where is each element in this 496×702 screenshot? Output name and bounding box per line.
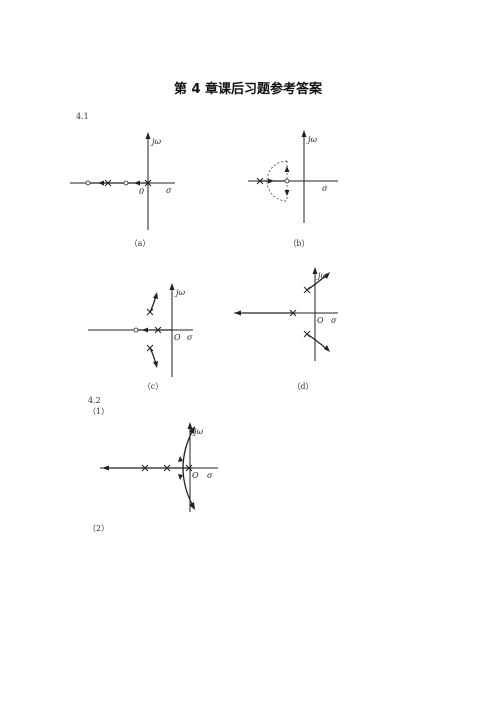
- locus-arrow-left: [234, 310, 241, 316]
- imag-axis-arrowhead: [312, 267, 318, 274]
- pole-marker: [256, 177, 264, 185]
- origin-label: O: [317, 316, 324, 325]
- locus-arrow: [284, 166, 290, 172]
- imag-axis-label: jω: [316, 271, 327, 280]
- pole-marker: [146, 308, 154, 316]
- pole-marker: [146, 344, 154, 352]
- real-axis-label: σ: [207, 471, 213, 480]
- pole-marker: [185, 464, 193, 472]
- locus-arrow: [142, 327, 148, 333]
- part-2-label: （2）: [88, 524, 110, 533]
- imag-axis-label: jω: [192, 427, 203, 436]
- imag-axis-arrowhead: [145, 132, 151, 139]
- zero-marker: [284, 178, 290, 184]
- real-axis-label: σ: [322, 184, 328, 193]
- zero-marker: [85, 180, 91, 186]
- real-axis-label: σ: [187, 333, 193, 342]
- figure-c-root-locus: jω σ O: [88, 283, 193, 377]
- pole-marker: [141, 464, 149, 472]
- origin-label: 0: [139, 187, 144, 196]
- locus-arrow: [134, 180, 140, 186]
- imag-axis-arrowhead: [187, 422, 193, 429]
- locus-arrow: [98, 180, 104, 186]
- imag-axis-label: jω: [306, 135, 317, 144]
- real-axis-label: σ: [331, 316, 337, 325]
- locus-lower-branch: [306, 333, 329, 351]
- real-axis-label: σ: [166, 186, 172, 195]
- locus-arrow: [153, 361, 158, 368]
- locus-arrow: [324, 345, 330, 352]
- locus-arrow: [189, 426, 195, 434]
- figure-a-root-locus: jω σ 0: [70, 132, 175, 230]
- locus-arrow: [268, 178, 274, 184]
- part-1-label: （1）: [88, 407, 110, 416]
- page-title: 第 4 章课后习题参考答案: [173, 82, 323, 97]
- section-4-2-label: 4.2: [88, 396, 101, 405]
- section-4-1-label: 4.1: [76, 112, 89, 121]
- figure-4-2-1-root-locus: jω σ O: [100, 422, 218, 512]
- zero-marker: [123, 180, 129, 186]
- locus-arrow: [178, 474, 183, 480]
- imag-axis-label: jω: [150, 137, 161, 146]
- figure-b-root-locus: jω σ: [248, 130, 338, 223]
- pole-marker: [303, 330, 311, 338]
- caption-a: （a）: [129, 239, 151, 248]
- pole-marker: [303, 286, 311, 294]
- pole-marker: [144, 179, 152, 187]
- origin-label: O: [192, 471, 199, 480]
- imag-axis-label: jω: [174, 288, 185, 297]
- locus-arrow: [324, 272, 330, 279]
- pole-marker: [289, 309, 297, 317]
- caption-c: （c）: [142, 382, 164, 391]
- imag-axis-arrowhead: [169, 283, 175, 290]
- imag-axis-arrowhead: [301, 130, 307, 137]
- locus-arrow: [189, 502, 195, 510]
- locus-curve: [182, 427, 195, 509]
- locus-arrow-left: [102, 465, 109, 471]
- pole-marker: [104, 179, 112, 187]
- locus-arrow: [284, 190, 290, 196]
- locus-arrow: [178, 456, 183, 462]
- caption-b: （b）: [288, 239, 310, 248]
- zero-marker: [133, 327, 139, 333]
- origin-label: O: [174, 333, 181, 342]
- locus-arrow: [153, 292, 158, 299]
- pole-marker: [163, 464, 171, 472]
- caption-d: （d）: [292, 382, 314, 391]
- pole-marker: [154, 326, 162, 334]
- figure-d-root-locus: jω σ O: [234, 267, 338, 361]
